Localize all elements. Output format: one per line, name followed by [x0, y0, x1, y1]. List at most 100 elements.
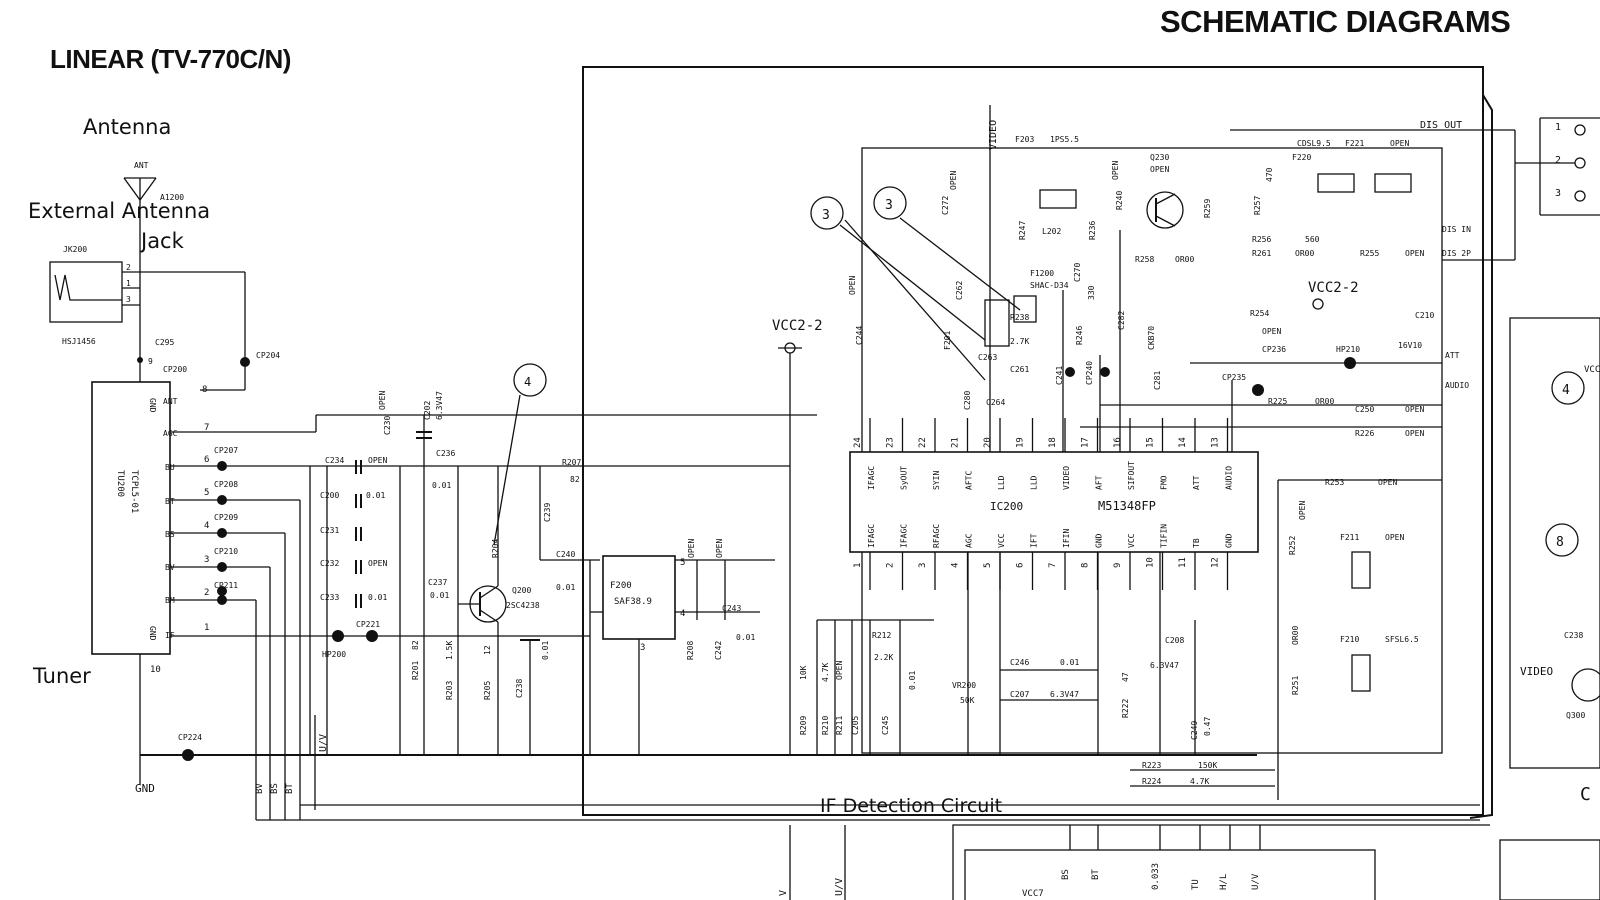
- ic-bottom-pin-number: 8: [1081, 563, 1091, 568]
- svg-text:1: 1: [1555, 122, 1561, 133]
- svg-text:CP208: CP208: [214, 480, 238, 489]
- svg-text:VCC2-2: VCC2-2: [1308, 280, 1359, 296]
- svg-text:SAF38.9: SAF38.9: [614, 597, 652, 607]
- ic-top-pin-name: AUDIO: [1225, 466, 1234, 490]
- svg-text:OPEN: OPEN: [378, 391, 387, 410]
- tuner-label: Tuner: [32, 664, 91, 688]
- ic-top-pin-name: ATT: [1192, 475, 1201, 490]
- input-caps: C234 OPEN C200 0.01 C231 C232 OPEN C233 …: [309, 391, 459, 755]
- ic-bottom-pin-name: VCC: [997, 533, 1006, 548]
- svg-text:0.01: 0.01: [366, 491, 385, 500]
- ic-bottom-pin-number: 12: [1211, 557, 1221, 568]
- cp224-label: CP224: [178, 733, 202, 742]
- ic-bottom-pin-name: RFAGC: [932, 524, 941, 548]
- tuner-pin-bs: BS: [165, 530, 175, 539]
- svg-text:6: 6: [204, 455, 209, 465]
- svg-text:VIDEO: VIDEO: [988, 120, 999, 150]
- tuner-pin-gnd-bottom: GND: [148, 626, 157, 641]
- cp204-label: CP204: [256, 351, 280, 360]
- svg-text:SHAC-D34: SHAC-D34: [1030, 281, 1069, 290]
- tuner-wires: CP224 GND BV BS BT U/V: [135, 345, 1480, 821]
- svg-text:C240: C240: [556, 550, 575, 559]
- svg-text:F220: F220: [1292, 153, 1311, 162]
- tuner-pin-ant: ANT: [163, 397, 178, 406]
- svg-text:CP236: CP236: [1262, 345, 1286, 354]
- svg-text:C243: C243: [722, 604, 741, 613]
- svg-text:CP211: CP211: [214, 581, 238, 590]
- svg-text:R210: R210: [821, 716, 830, 735]
- jk200-ref: JK200: [63, 245, 87, 254]
- svg-text:C237: C237: [428, 578, 447, 587]
- svg-text:82: 82: [570, 475, 580, 484]
- svg-text:3: 3: [1555, 188, 1561, 199]
- svg-text:R261: R261: [1252, 249, 1271, 258]
- svg-text:16V10: 16V10: [1398, 341, 1422, 350]
- svg-text:CDSL9.5: CDSL9.5: [1297, 139, 1331, 148]
- ic-bottom-pin-number: 4: [951, 563, 961, 568]
- svg-text:CP235: CP235: [1222, 373, 1246, 382]
- svg-text:6.3V47: 6.3V47: [1050, 690, 1079, 699]
- ic-bottom-pin-number: 1: [853, 563, 863, 568]
- svg-text:R222: R222: [1121, 699, 1130, 718]
- svg-text:C200: C200: [320, 491, 339, 500]
- svg-text:0.01: 0.01: [432, 481, 451, 490]
- marker-3b-icon: [873, 186, 907, 220]
- if-detection-frame: [582, 66, 1493, 819]
- svg-text:CP210: CP210: [214, 547, 238, 556]
- svg-text:R258: R258: [1135, 255, 1154, 264]
- ic-bottom-pin-name: IFAGC: [867, 524, 876, 548]
- svg-text:C238: C238: [515, 679, 524, 698]
- svg-text:DIS 2P: DIS 2P: [1442, 249, 1471, 258]
- svg-text:2.2K: 2.2K: [874, 653, 893, 662]
- svg-text:8: 8: [1556, 535, 1564, 550]
- svg-text:OPEN: OPEN: [1405, 429, 1424, 438]
- svg-text:SFSL6.5: SFSL6.5: [1385, 635, 1419, 644]
- svg-text:C238: C238: [1564, 631, 1583, 640]
- svg-text:U/V: U/V: [834, 878, 845, 896]
- svg-text:C208: C208: [1165, 636, 1184, 645]
- svg-text:4: 4: [204, 521, 209, 531]
- svg-text:3: 3: [204, 555, 209, 565]
- svg-text:0.01: 0.01: [541, 641, 550, 660]
- ic-top-pin-number: 24: [853, 437, 863, 448]
- svg-text:OPEN: OPEN: [848, 276, 857, 295]
- svg-text:CP209: CP209: [214, 513, 238, 522]
- svg-text:OPEN: OPEN: [1150, 165, 1169, 174]
- svg-text:F203: F203: [1015, 135, 1034, 144]
- svg-text:F201: F201: [943, 331, 952, 350]
- svg-text:R225: R225: [1268, 397, 1287, 406]
- svg-text:R253: R253: [1325, 478, 1344, 487]
- svg-text:OPEN: OPEN: [1298, 501, 1307, 520]
- right-connector: DIS OUT DIS IN DIS 2P ATT AUDIO 1 2 3 4 …: [1230, 117, 1600, 805]
- svg-text:R205: R205: [483, 681, 492, 700]
- svg-text:OPEN: OPEN: [1262, 327, 1281, 336]
- marker-4b-icon: [1551, 371, 1585, 405]
- svg-text:OR00: OR00: [1175, 255, 1194, 264]
- ic-bottom-pin-name: GND: [1095, 533, 1104, 548]
- svg-text:R212: R212: [872, 631, 891, 640]
- svg-text:C202: C202: [423, 401, 432, 420]
- svg-text:50K: 50K: [960, 696, 975, 705]
- ic-bottom-pin-name: VCC: [1127, 533, 1136, 548]
- svg-text:4: 4: [524, 375, 531, 389]
- svg-text:R236: R236: [1088, 221, 1097, 240]
- antenna-section: Antenna External Antenna Jack ANT A1200 …: [28, 115, 280, 391]
- svg-text:C246: C246: [1010, 658, 1029, 667]
- ic-top-pin-name: SYIN: [932, 471, 941, 490]
- ic-top-pin-name: FMO: [1160, 475, 1169, 490]
- svg-text:1PS5.5: 1PS5.5: [1050, 135, 1079, 144]
- svg-text:OR00: OR00: [1315, 397, 1334, 406]
- svg-text:R252: R252: [1288, 536, 1297, 555]
- svg-text:C210: C210: [1415, 311, 1434, 320]
- svg-text:BT: BT: [1091, 869, 1101, 880]
- svg-text:H/L: H/L: [1219, 874, 1229, 890]
- ic-bottom-pin-name: GND: [1225, 533, 1234, 548]
- svg-text:R256: R256: [1252, 235, 1271, 244]
- svg-text:0.01: 0.01: [1060, 658, 1079, 667]
- svg-text:8: 8: [202, 385, 207, 395]
- svg-text:C242: C242: [714, 641, 723, 660]
- svg-text:10K: 10K: [799, 665, 808, 680]
- svg-text:10: 10: [150, 665, 161, 675]
- svg-text:OPEN: OPEN: [368, 456, 387, 465]
